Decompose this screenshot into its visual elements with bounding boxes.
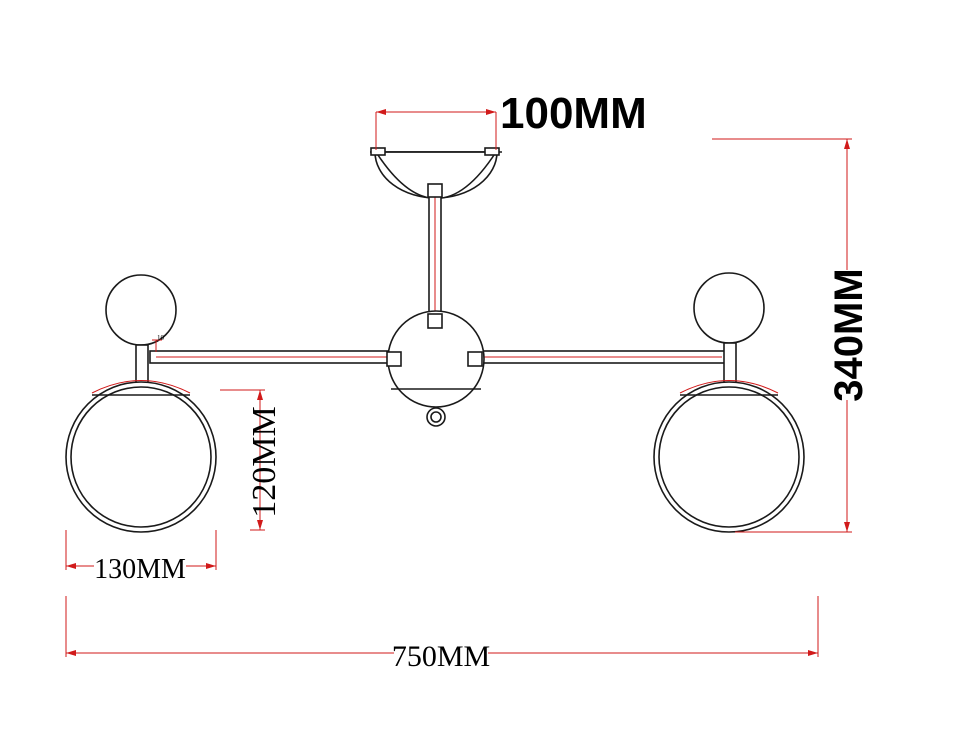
globe-width-label: 130MM: [94, 554, 186, 585]
center-hub: [386, 310, 485, 427]
canopy-width-dimension: [375, 109, 497, 150]
left-globe-assembly: [65, 344, 217, 533]
total-height-label: 340MM: [827, 268, 871, 401]
globe-width-dimension: [65, 530, 217, 570]
small-note-label: 10: [157, 334, 165, 342]
globe-height-dimension: [220, 389, 265, 531]
left-small-ball: [105, 274, 177, 346]
right-small-ball: [693, 272, 765, 344]
small-dimension-note: [152, 339, 162, 352]
total-width-label: 750MM: [392, 640, 490, 673]
globe-height-label: 120MM: [246, 406, 283, 517]
right-globe-assembly: [653, 342, 805, 533]
vertical-stem: [427, 183, 443, 331]
canopy-width-label: 100MM: [500, 89, 647, 138]
